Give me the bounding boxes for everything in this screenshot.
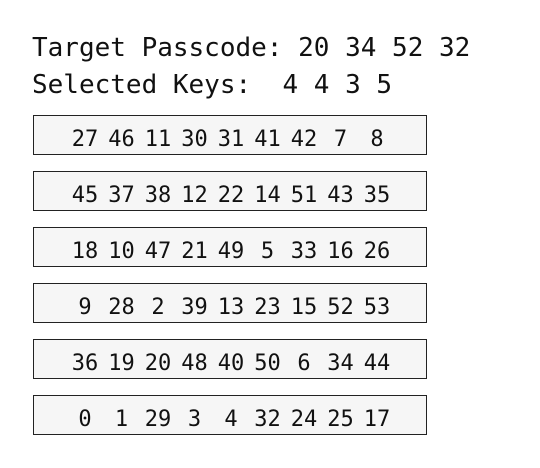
key-number[interactable]: 26 xyxy=(363,239,391,264)
key-number[interactable]: 31 xyxy=(217,127,245,152)
key-number[interactable]: 33 xyxy=(290,239,318,264)
key-number[interactable]: 12 xyxy=(181,183,208,208)
key-number[interactable]: 15 xyxy=(290,295,318,320)
key-number[interactable]: 17 xyxy=(363,407,391,432)
target-code-digit: 20 xyxy=(298,33,330,63)
key-number[interactable]: 46 xyxy=(108,127,135,152)
key-number[interactable]: 3 xyxy=(187,407,202,432)
key-number[interactable]: 24 xyxy=(290,407,318,432)
selected-key-value: 3 xyxy=(345,70,361,100)
key-number[interactable]: 48 xyxy=(181,351,208,376)
key-number[interactable]: 30 xyxy=(181,127,208,152)
key-number[interactable]: 32 xyxy=(254,407,281,432)
target-passcode-label: Target Passcode: xyxy=(32,33,283,63)
key-number[interactable]: 37 xyxy=(108,183,135,208)
target-code-digit: 34 xyxy=(345,33,377,63)
key-number[interactable]: 11 xyxy=(144,127,172,152)
key-number[interactable]: 51 xyxy=(290,183,318,208)
key-number[interactable]: 42 xyxy=(290,127,318,152)
key-number[interactable]: 7 xyxy=(333,127,348,152)
key-number[interactable]: 50 xyxy=(254,351,281,376)
key-number[interactable]: 14 xyxy=(254,183,281,208)
keypad-row-2[interactable]: 45 37 38 12 22 14 51 43 35 xyxy=(33,171,427,211)
target-code-digit: 52 xyxy=(392,33,424,63)
keypad-row-4[interactable]: 9 28 2 39 13 23 15 52 53 xyxy=(33,283,427,323)
key-number[interactable]: 19 xyxy=(108,351,135,376)
key-number[interactable]: 36 xyxy=(71,351,99,376)
key-number[interactable]: 25 xyxy=(327,407,354,432)
key-number[interactable]: 34 xyxy=(327,351,354,376)
key-number[interactable]: 18 xyxy=(71,239,99,264)
key-number[interactable]: 16 xyxy=(327,239,354,264)
key-number[interactable]: 8 xyxy=(370,127,384,152)
key-number[interactable]: 38 xyxy=(144,183,172,208)
selected-key-value: 4 xyxy=(313,70,330,100)
key-number[interactable]: 41 xyxy=(254,127,281,152)
key-number[interactable]: 22 xyxy=(217,183,245,208)
target-code-digit: 32 xyxy=(439,33,471,63)
key-number[interactable]: 4 xyxy=(224,407,238,432)
keypad-row-5[interactable]: 36 19 20 48 40 50 6 34 44 xyxy=(33,339,427,379)
selected-keys-line: Selected Keys: 4 4 3 5 xyxy=(32,70,392,100)
key-number[interactable]: 9 xyxy=(78,295,92,320)
target-passcode-line: Target Passcode: 20 34 52 32 xyxy=(32,33,470,63)
key-number[interactable]: 20 xyxy=(144,351,172,376)
key-number[interactable]: 40 xyxy=(217,351,245,376)
selected-key-value: 5 xyxy=(376,70,393,100)
key-number[interactable]: 21 xyxy=(181,239,208,264)
key-number[interactable]: 28 xyxy=(108,295,135,320)
key-number[interactable]: 27 xyxy=(71,127,99,152)
key-number[interactable]: 10 xyxy=(108,239,135,264)
selected-key-value: 4 xyxy=(282,70,299,100)
key-number[interactable]: 13 xyxy=(217,295,245,320)
selected-keys-label: Selected Keys: xyxy=(32,70,252,100)
key-number[interactable]: 2 xyxy=(151,295,165,320)
key-number[interactable]: 29 xyxy=(144,407,172,432)
key-number[interactable]: 53 xyxy=(363,295,391,320)
key-number[interactable]: 52 xyxy=(327,295,354,320)
keypad-row-3[interactable]: 18 10 47 21 49 5 33 16 26 xyxy=(33,227,427,267)
key-number[interactable]: 47 xyxy=(144,239,172,264)
key-number[interactable]: 0 xyxy=(78,407,92,432)
key-number[interactable]: 35 xyxy=(363,183,391,208)
key-number[interactable]: 6 xyxy=(297,351,311,376)
key-number[interactable]: 5 xyxy=(260,239,275,264)
key-number[interactable]: 49 xyxy=(217,239,245,264)
key-number[interactable]: 1 xyxy=(114,407,129,432)
key-number[interactable]: 39 xyxy=(181,295,208,320)
key-number[interactable]: 44 xyxy=(363,351,391,376)
key-number[interactable]: 45 xyxy=(71,183,99,208)
key-number[interactable]: 43 xyxy=(327,183,354,208)
key-number[interactable]: 23 xyxy=(254,295,281,320)
